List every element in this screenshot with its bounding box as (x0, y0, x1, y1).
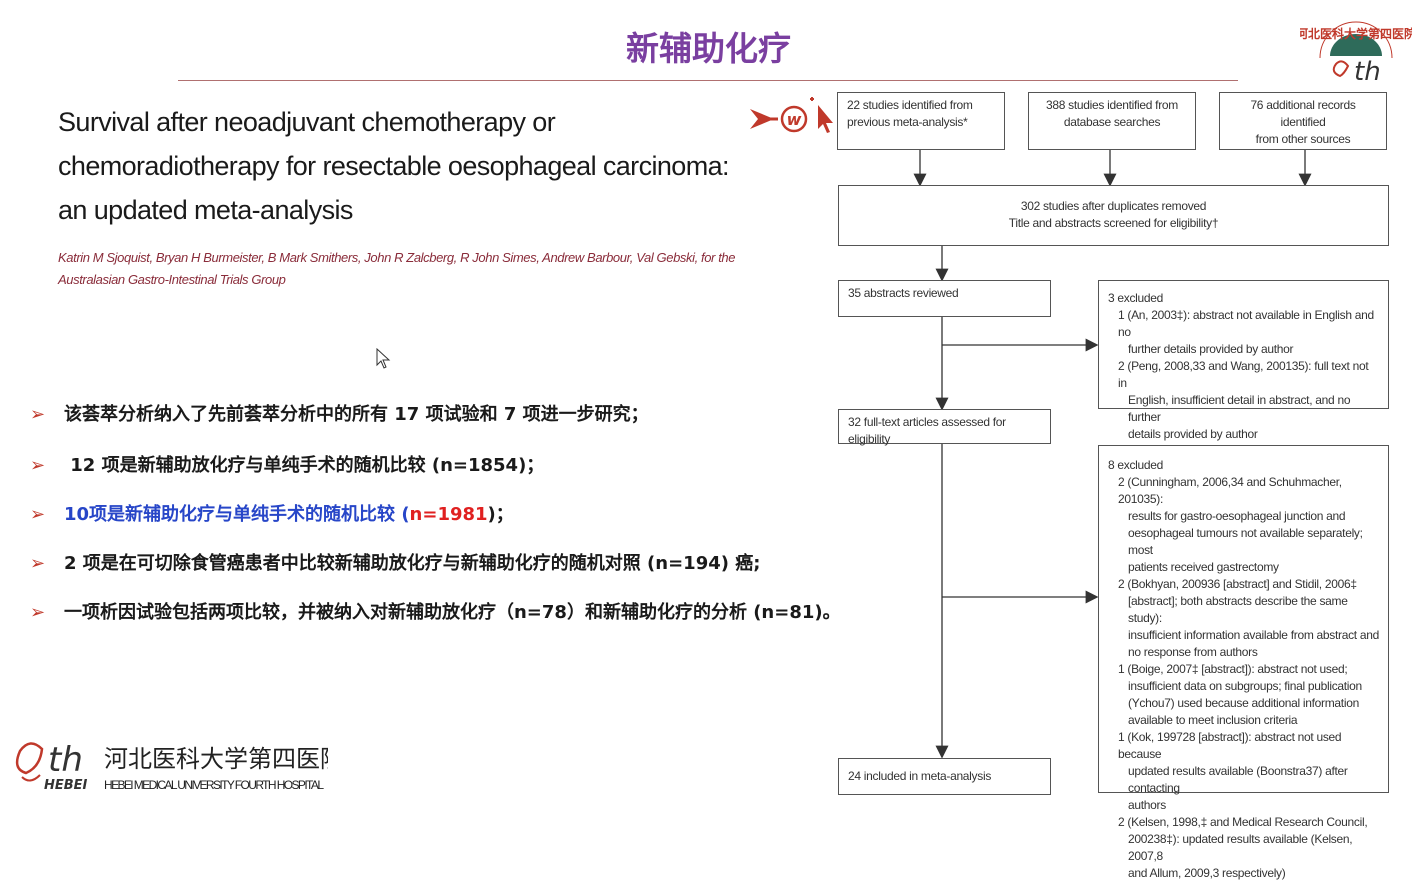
hospital-seal-logo: 河北医科大学第四医院 th (1295, 12, 1416, 90)
bullet-arrow-icon: ➢ (30, 455, 46, 476)
seal-mark: th (1354, 57, 1381, 87)
logo-mark: th (48, 740, 83, 780)
logo-cn-name: 河北医科大学第四医院 (104, 745, 328, 773)
flow-box-abstracts-reviewed: 35 abstracts reviewed (838, 280, 1051, 317)
flow-box-full-text-assessed: 32 full-text articles assessed for eligi… (838, 409, 1051, 446)
bullet-item-5: ➢一项析因试验包括两项比较，并被纳入对新辅助放化疗（n=78）和新辅助化疗的分析… (30, 602, 841, 623)
bullet-item-2: ➢ 12 项是新辅助放化疗与单纯手术的随机比较 (n=1854)； (30, 455, 545, 476)
hospital-logo: th HEBEI 河北医科大学第四医院 HEBEI MEDICAL UNIVER… (8, 733, 344, 793)
slide-title: 新辅助化疗 (626, 29, 791, 68)
bullet-item-1: ➢该荟萃分析纳入了先前荟萃分析中的所有 17 项试验和 7 项进一步研究； (30, 404, 649, 425)
flow-box-8-excluded: 8 excluded 2 (Cunningham, 2006,34 and Sc… (1098, 445, 1389, 880)
mouse-cursor-icon (376, 347, 392, 375)
paper-title: Survival after neoadjuvant chemotherapy … (58, 107, 730, 225)
web-link-icon[interactable]: w (748, 95, 834, 142)
svg-text:w: w (787, 110, 802, 129)
flow-box-included: 24 included in meta-analysis (838, 758, 1051, 795)
bullet-item-4: ➢2 项是在可切除食管癌患者中比较新辅助放化疗与新辅助化疗的随机对照 (n=19… (30, 553, 761, 574)
title-divider (178, 80, 1238, 81)
bullet-arrow-icon: ➢ (30, 553, 46, 574)
logo-hebei: HEBEI (44, 778, 88, 793)
highlight-number: n=1981 (409, 504, 488, 525)
bullet-arrow-icon: ➢ (30, 504, 46, 525)
bullet-arrow-icon: ➢ (30, 404, 46, 425)
seal-text: 河北医科大学第四医院 (1300, 26, 1412, 41)
flow-box-3-excluded: 3 excluded 1 (An, 2003‡): abstract not a… (1098, 280, 1389, 441)
paper-authors: Katrin M Sjoquist, Bryan H Burmeister, B… (58, 250, 736, 287)
logo-en-name: HEBEI MEDICAL UNIVERSITY FOURTH HOSPITAL (104, 778, 324, 792)
bullet-item-3: ➢10项是新辅助化疗与单纯手术的随机比较 (n=1981)； (30, 504, 514, 525)
bullet-arrow-icon: ➢ (30, 602, 46, 623)
flowchart-connectors (913, 150, 1312, 759)
